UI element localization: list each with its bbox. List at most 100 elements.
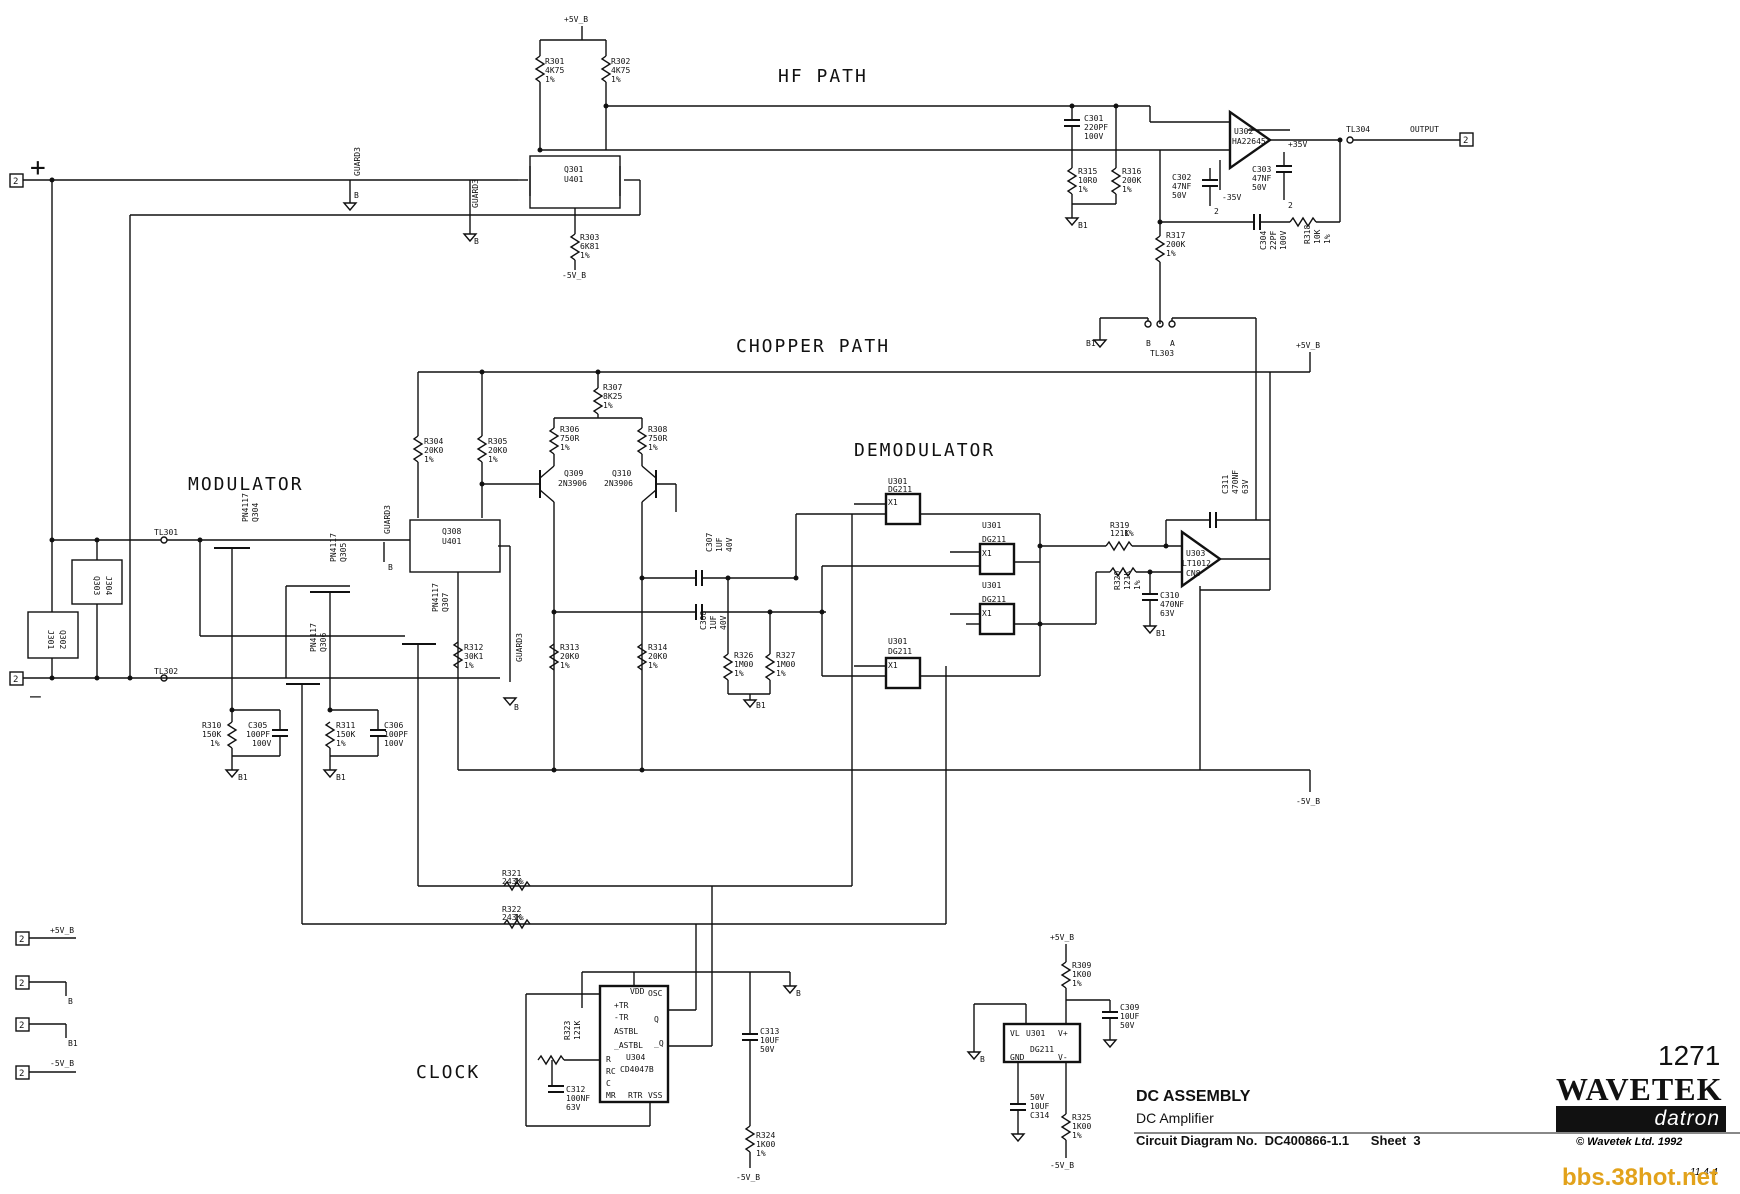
svg-text:50V: 50V	[1172, 191, 1187, 200]
svg-text:2: 2	[19, 1069, 24, 1079]
svg-text:50V: 50V	[760, 1045, 775, 1054]
svg-text:C301: C301	[1084, 114, 1103, 123]
svg-text:VL: VL	[1010, 1029, 1020, 1038]
svg-text:R317: R317	[1166, 231, 1185, 240]
svg-text:2N3906: 2N3906	[558, 479, 587, 488]
svg-text:DG211: DG211	[888, 485, 912, 494]
svg-text:Q301: Q301	[564, 165, 583, 174]
svg-text:VSS: VSS	[648, 1091, 663, 1100]
svg-text:OSC: OSC	[648, 989, 663, 998]
svg-text:150K: 150K	[336, 730, 355, 739]
svg-text:10UF: 10UF	[1030, 1102, 1049, 1111]
svg-text:R324: R324	[756, 1131, 775, 1140]
svg-text:R320: R320	[1113, 571, 1122, 590]
svg-text:B1: B1	[1078, 221, 1088, 230]
svg-text:U301: U301	[1026, 1029, 1045, 1038]
svg-text:50V: 50V	[1030, 1093, 1045, 1102]
svg-text:2: 2	[19, 979, 24, 989]
svg-text:+5V_B: +5V_B	[1296, 341, 1320, 350]
svg-text:1UF: 1UF	[715, 537, 724, 552]
svg-text:R313: R313	[560, 643, 579, 652]
svg-text:PN4117: PN4117	[309, 623, 318, 652]
svg-text:B: B	[388, 563, 393, 572]
svg-text:GUARD3: GUARD3	[383, 505, 392, 534]
svg-text:U303: U303	[1186, 549, 1205, 558]
svg-text:R307: R307	[603, 383, 622, 392]
svg-text:OUTPUT: OUTPUT	[1410, 125, 1439, 134]
svg-text:ASTBL: ASTBL	[614, 1027, 638, 1036]
svg-text:R306: R306	[560, 425, 579, 434]
svg-text:243K: 243K	[502, 913, 521, 922]
svg-text:U302: U302	[1234, 127, 1253, 136]
svg-text:R314: R314	[648, 643, 667, 652]
svg-text:Q302: Q302	[58, 630, 67, 649]
svg-text:1%: 1%	[210, 739, 220, 748]
svg-text:+5V_B: +5V_B	[50, 926, 74, 935]
svg-text:R323: R323	[563, 1021, 572, 1040]
svg-text:1M00: 1M00	[776, 660, 795, 669]
input-negative: 2 —	[9, 671, 500, 707]
svg-text:+5V_B: +5V_B	[1050, 933, 1074, 942]
svg-text:B1: B1	[756, 701, 766, 710]
svg-text:2: 2	[1214, 207, 1219, 216]
svg-text:10UF: 10UF	[760, 1036, 779, 1045]
svg-text:100PF: 100PF	[384, 730, 408, 739]
svg-text:C302: C302	[1172, 173, 1191, 182]
hf-path-circuit: +5V_B R301 4K75 1% R302 4K75 1% Q301 U40…	[127, 15, 1474, 681]
svg-text:150K: 150K	[202, 730, 221, 739]
svg-text:X1: X1	[888, 661, 898, 670]
svg-text:Q305: Q305	[339, 543, 348, 562]
svg-text:30K1: 30K1	[464, 652, 483, 661]
svg-text:2: 2	[13, 177, 18, 187]
svg-text:-35V: -35V	[1222, 193, 1241, 202]
svg-text:R315: R315	[1078, 167, 1097, 176]
svg-text:1K00: 1K00	[1072, 970, 1091, 979]
svg-text:750R: 750R	[560, 434, 579, 443]
svg-text:B: B	[514, 703, 519, 712]
datron-logo: datron	[1556, 1106, 1726, 1132]
svg-text:2: 2	[19, 1021, 24, 1031]
svg-text:-5V_B: -5V_B	[1050, 1161, 1074, 1170]
svg-text:R310: R310	[202, 721, 221, 730]
svg-text:C314: C314	[1030, 1111, 1049, 1120]
svg-text:100NF: 100NF	[566, 1094, 590, 1103]
svg-text:1%: 1%	[488, 455, 498, 464]
svg-text:4K75: 4K75	[611, 66, 630, 75]
svg-text:Q309: Q309	[564, 469, 583, 478]
svg-text:R312: R312	[464, 643, 483, 652]
svg-text:_ASTBL: _ASTBL	[614, 1041, 643, 1050]
svg-text:1%: 1%	[560, 443, 570, 452]
svg-text:63V: 63V	[1160, 609, 1175, 618]
chopper-path-circuit: +5V_B R307 8K25 1% R306 750R 1% R308 750…	[383, 341, 1320, 806]
svg-text:1K00: 1K00	[756, 1140, 775, 1149]
svg-text:100V: 100V	[252, 739, 271, 748]
svg-text:C312: C312	[566, 1085, 585, 1094]
svg-text:1%: 1%	[336, 739, 346, 748]
svg-text:47NF: 47NF	[1252, 174, 1271, 183]
svg-text:C310: C310	[1160, 591, 1179, 600]
svg-text:1%: 1%	[648, 661, 658, 670]
svg-text:U401: U401	[442, 537, 461, 546]
svg-text:R327: R327	[776, 651, 795, 660]
svg-text:Q308: Q308	[442, 527, 461, 536]
svg-text:_Q: _Q	[654, 1039, 664, 1048]
svg-text:-5V_B: -5V_B	[1296, 797, 1320, 806]
svg-text:6K81: 6K81	[580, 242, 599, 251]
svg-text:X1: X1	[982, 549, 992, 558]
svg-text:CN8: CN8	[1186, 569, 1201, 578]
svg-text:R319: R319	[1110, 521, 1129, 530]
svg-text:63V: 63V	[566, 1103, 581, 1112]
svg-text:4K75: 4K75	[545, 66, 564, 75]
svg-text:R305: R305	[488, 437, 507, 446]
svg-text:10K: 10K	[1313, 229, 1322, 244]
svg-text:+5V_B: +5V_B	[564, 15, 588, 24]
svg-text:C311: C311	[1221, 475, 1230, 494]
svg-text:V-: V-	[1058, 1053, 1068, 1062]
svg-text:1%: 1%	[1072, 1131, 1082, 1140]
svg-text:1%: 1%	[1072, 979, 1082, 988]
svg-text:GUARD3: GUARD3	[515, 633, 524, 662]
svg-text:20K0: 20K0	[488, 446, 507, 455]
svg-text:1%: 1%	[603, 401, 613, 410]
svg-text:R304: R304	[424, 437, 443, 446]
svg-text:1%: 1%	[1133, 580, 1142, 590]
